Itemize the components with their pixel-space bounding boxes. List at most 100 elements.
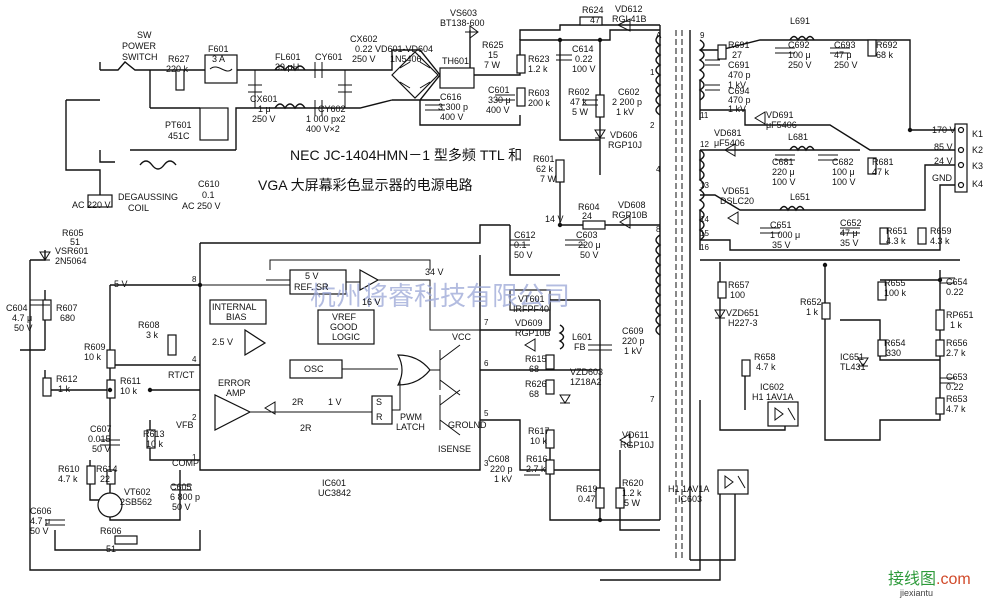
ic601-pin-3: 3 <box>484 459 489 468</box>
c692-label: C692 <box>788 40 810 50</box>
c616-rating: 400 V <box>440 112 464 122</box>
out-k3: K3 <box>972 161 983 171</box>
r608-value: 3 k <box>146 330 159 340</box>
components-drawn <box>30 16 968 560</box>
vd611-part: RGP10J <box>620 440 654 450</box>
tpin-1: 1 <box>650 68 655 77</box>
vd608-part: RGP10B <box>612 210 648 220</box>
r691-value: 27 <box>732 50 742 60</box>
c610-label: C610 <box>198 179 220 189</box>
rp651-label: RP651 <box>946 310 974 320</box>
c606-rating: 50 V <box>30 526 49 536</box>
tpin-8: 8 <box>656 225 661 234</box>
c609-rating: 1 kV <box>624 346 642 356</box>
c692-rating: 250 V <box>788 60 812 70</box>
c692-value: 100 μ <box>788 50 811 60</box>
component-labels: R627 220 k F601 3 A FL601 39 μH CY601 CX… <box>6 4 974 554</box>
ic601-s: S <box>376 397 382 407</box>
ic601-good-1: VREF <box>332 312 357 322</box>
ic601-comp: COMP <box>172 458 199 468</box>
ic602-label: IC602 <box>760 382 784 392</box>
tpin-a: A <box>656 31 662 40</box>
ic601-v16: 16 V <box>362 297 381 307</box>
c608-rating: 1 kV <box>494 474 512 484</box>
ic601-name: IC601 <box>322 478 346 488</box>
r604-label: R604 <box>578 202 600 212</box>
c694-value: 470 p <box>728 95 751 105</box>
c604-rating: 50 V <box>14 323 33 333</box>
degaussing-coil <box>139 160 177 170</box>
r602-label: R602 <box>568 87 590 97</box>
bridge-label: VD601-VD604 <box>375 44 433 54</box>
r615-label: R615 <box>525 354 547 364</box>
r617-value: 10 k <box>530 436 548 446</box>
vd606-part: RGP10J <box>608 140 642 150</box>
cx602-rating: 250 V <box>352 54 376 64</box>
c606-label: C606 <box>30 506 52 516</box>
ic601-labels: 5 V REF. SR INTERNAL BIAS VREF GOOD LOGI… <box>168 267 489 498</box>
r652-value: 1 k <box>806 307 819 317</box>
c654-label: C654 <box>946 277 968 287</box>
degauss-label-1: DEGAUSSING <box>118 192 178 202</box>
vzd651-part: H227-3 <box>728 318 758 328</box>
ic601-grolnd: GROLND <box>448 420 487 430</box>
bridge-part: 1N5406 <box>390 54 422 64</box>
c612-value: 0.1 <box>514 240 527 250</box>
vd609-part: RGP10B <box>515 328 551 338</box>
c607-rating: 50 V <box>92 444 111 454</box>
r606-label: R606 <box>100 526 122 536</box>
out-k1: K1 <box>972 129 983 139</box>
inductor-fl601 <box>274 65 306 72</box>
c614-label: C614 <box>572 44 594 54</box>
vsr601-label: VSR601 <box>55 246 89 256</box>
ic601-pin-6: 6 <box>484 359 489 368</box>
c609-label: C609 <box>622 326 644 336</box>
ic601-pin-7: 7 <box>484 318 489 327</box>
r626-label: R626 <box>525 379 547 389</box>
c682-value: 100 μ <box>832 167 855 177</box>
c682-rating: 100 V <box>832 177 856 187</box>
ac-plug <box>87 194 113 208</box>
r602-value: 47 k <box>570 97 588 107</box>
out-85v: 85 V <box>934 142 953 152</box>
r681-label: R681 <box>872 157 894 167</box>
title-line-2: VGA 大屏幕彩色显示器的电源电路 <box>258 177 473 193</box>
c602-value: 2 200 p <box>612 97 642 107</box>
vd691-part: μF5406 <box>766 120 797 130</box>
pt601-part: 451C <box>168 131 190 141</box>
ic601-v34: 34 V <box>425 267 444 277</box>
c608-value: 220 p <box>490 464 513 474</box>
c603-rating: 50 V <box>580 250 599 260</box>
ic601-r2b: 2R <box>300 423 312 433</box>
r604-value: 24 <box>582 211 592 221</box>
output-labels: 170 V 85 V 24 V GND K1 K2 K3 K4 <box>932 125 983 189</box>
ic601-ref5v: 5 V <box>305 271 319 281</box>
r620-label: R620 <box>622 478 644 488</box>
l601b-label: L601 <box>572 332 592 342</box>
footer-logo-com: .com <box>936 571 971 588</box>
th601-label: TH601 <box>442 56 469 66</box>
r651-label: R651 <box>886 226 908 236</box>
r624-value: 47 <box>590 15 600 25</box>
c604-label: C604 <box>6 303 28 313</box>
r613-value: 10 k <box>146 439 164 449</box>
ic601-pin-1: 1 <box>192 453 197 462</box>
r605-label: R605 <box>62 228 84 238</box>
r654-label: R654 <box>884 338 906 348</box>
c691-label: C691 <box>728 60 750 70</box>
ic601-isense: ISENSE <box>438 444 471 454</box>
vd608-label: VD608 <box>618 200 646 210</box>
r607-label: R607 <box>56 303 78 313</box>
ic601-vcc: VCC <box>452 332 472 342</box>
r613-label: R613 <box>143 429 165 439</box>
main-wiring <box>20 24 960 581</box>
pt601-label: PT601 <box>165 120 192 130</box>
sw-label-3: SWITCH <box>122 52 158 62</box>
ic601-vref-good-block <box>317 309 375 345</box>
c651-rating: 35 V <box>772 240 791 250</box>
r652-label: R652 <box>800 297 822 307</box>
c694-rating: 1 kV <box>728 104 746 114</box>
l651-label: L651 <box>790 192 810 202</box>
